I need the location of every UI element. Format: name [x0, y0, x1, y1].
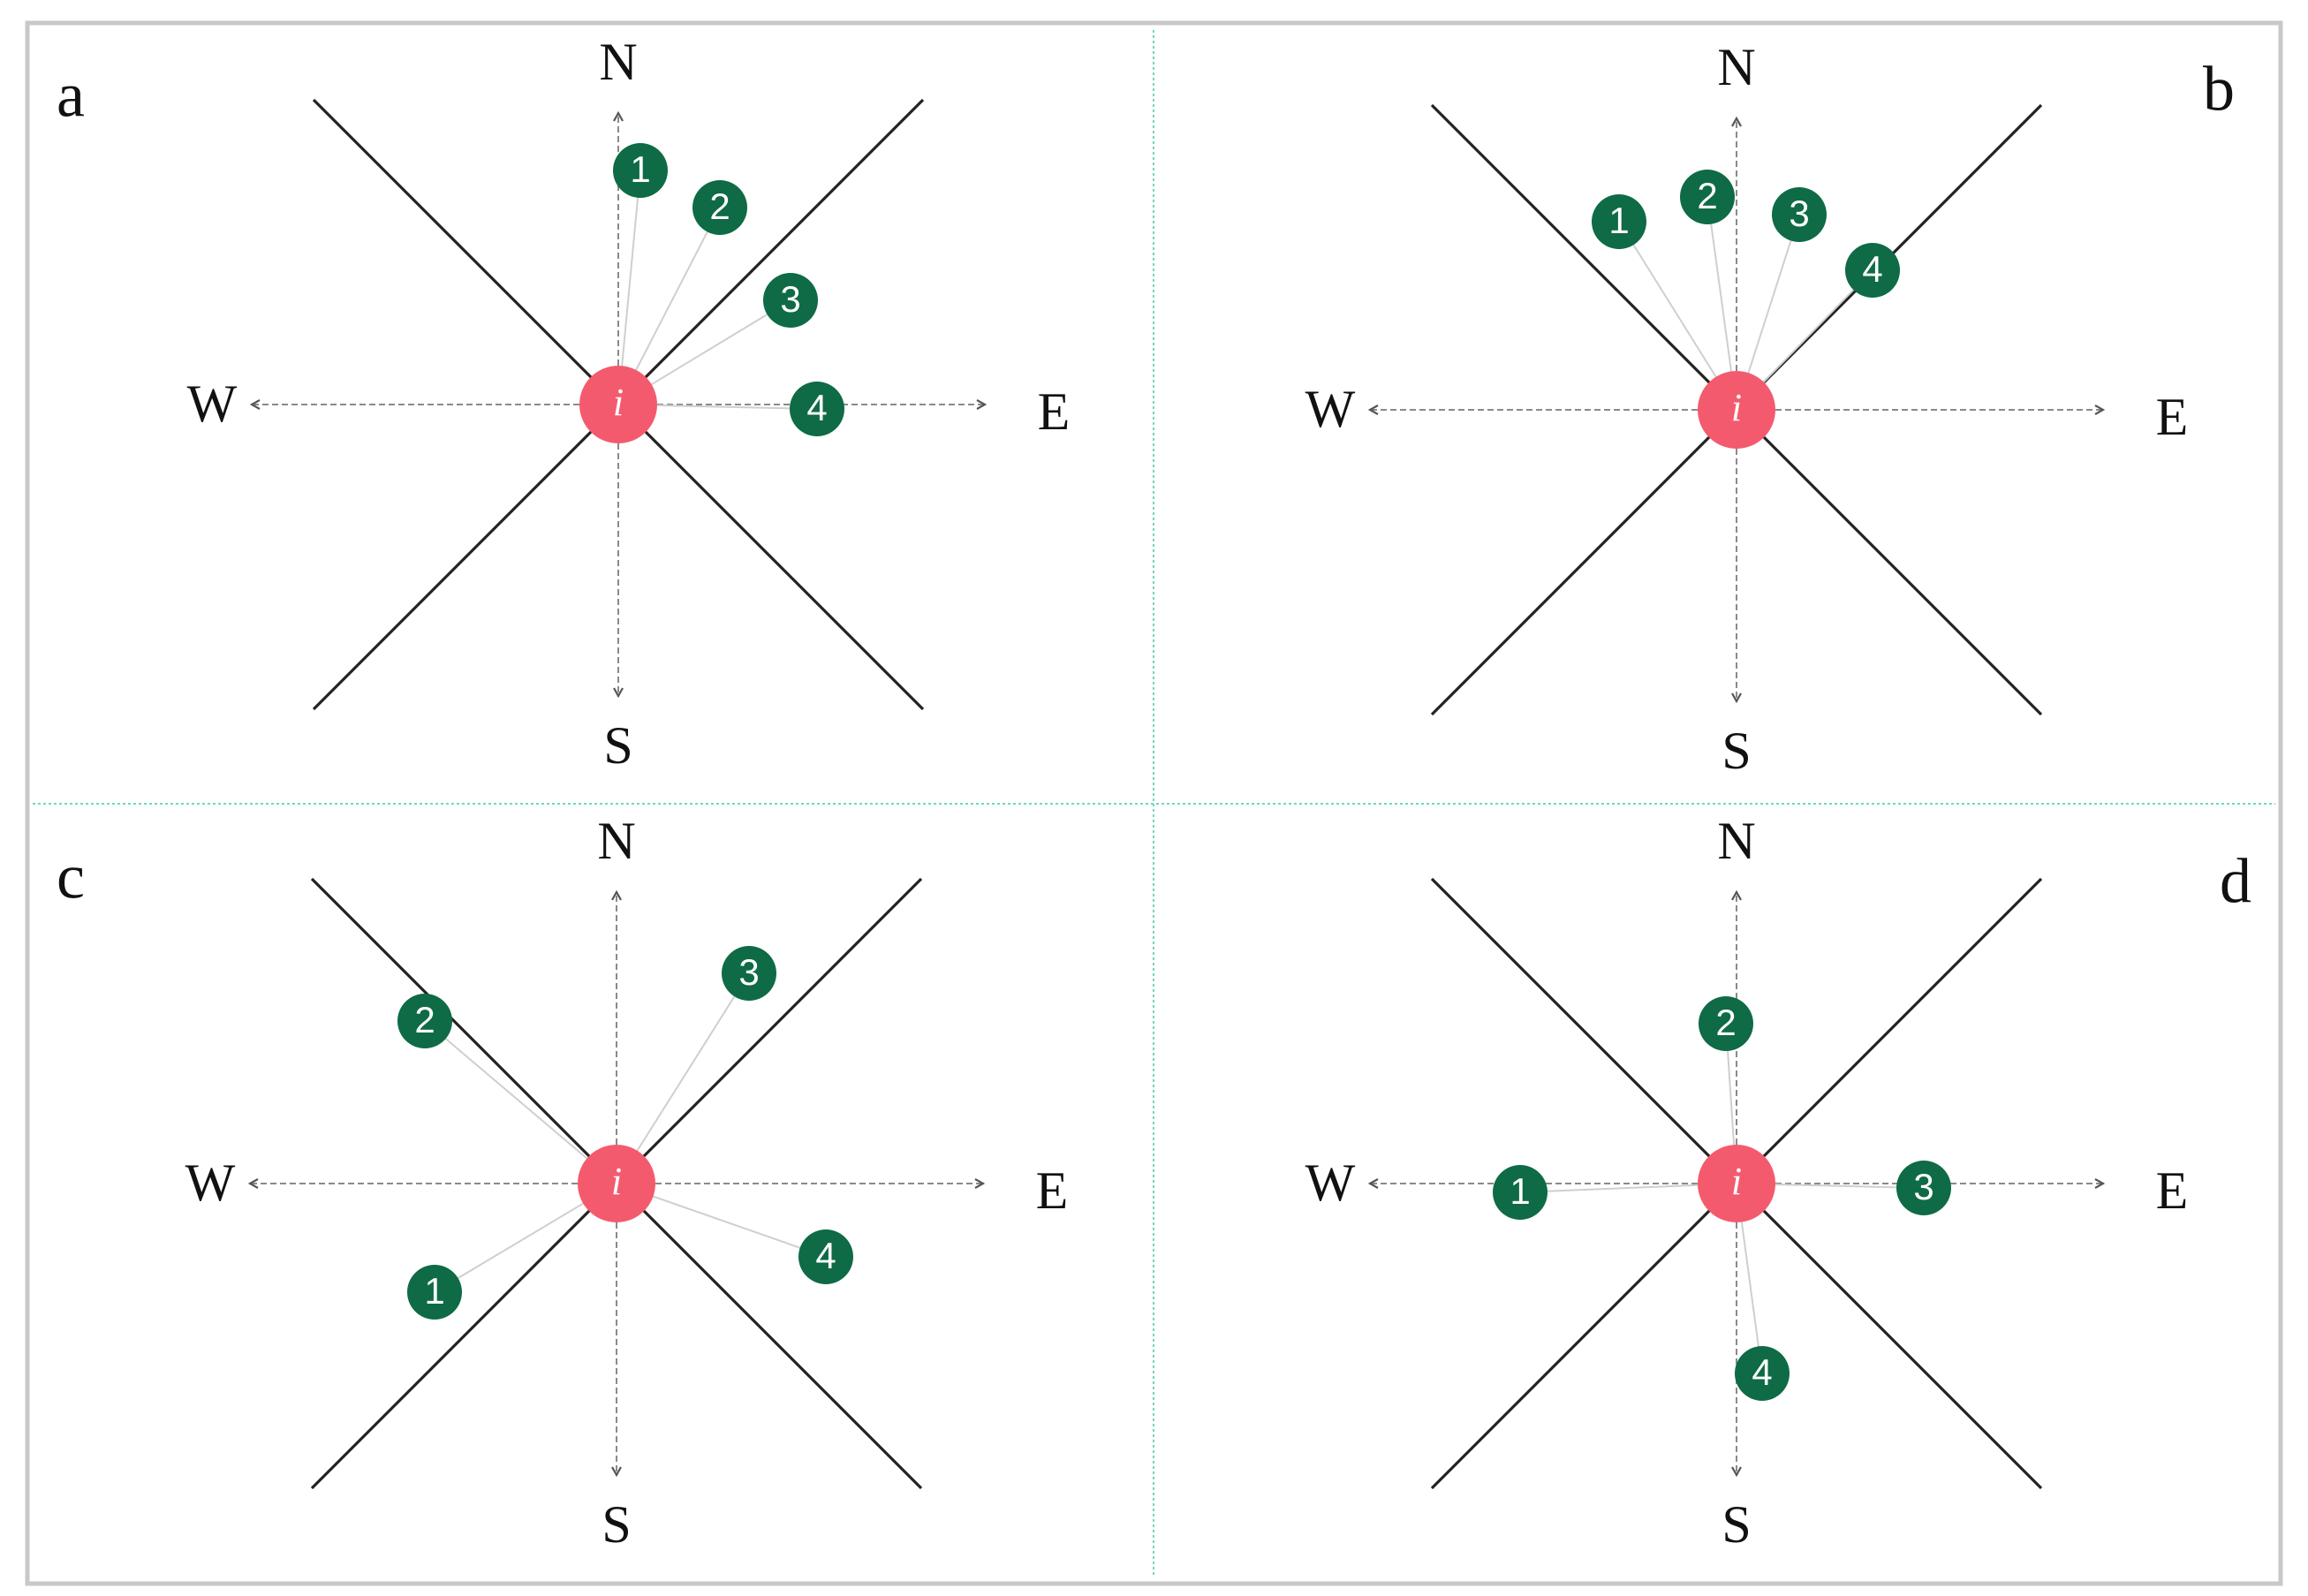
- neighbor-node-4: [1845, 243, 1900, 298]
- west-label: W: [1305, 1154, 1356, 1212]
- north-label: N: [597, 812, 635, 870]
- east-label: E: [2156, 388, 2189, 446]
- neighbor-node-1: [1592, 194, 1646, 249]
- west-label: W: [1305, 380, 1356, 438]
- south-label: S: [1722, 722, 1751, 780]
- neighbor-node-2: [692, 180, 747, 235]
- neighbor-node-label: 2: [414, 999, 435, 1040]
- neighbor-node-2: [397, 994, 452, 1048]
- center-node: [578, 1145, 655, 1222]
- neighbor-node-label: 1: [1510, 1170, 1530, 1212]
- link-line-3: [616, 972, 750, 1184]
- neighbor-node-4: [790, 382, 844, 436]
- center-node: [579, 366, 657, 443]
- south-label: S: [1722, 1495, 1751, 1554]
- neighbor-node-label: 2: [1715, 1002, 1736, 1043]
- south-label: S: [603, 716, 632, 775]
- north-label: N: [599, 33, 637, 91]
- link-line-1: [617, 170, 641, 405]
- neighbor-node-2: [1699, 996, 1753, 1051]
- neighbor-node-4: [798, 1229, 853, 1284]
- neighbor-node-1: [407, 1265, 462, 1320]
- panel-label: b: [2203, 54, 2235, 125]
- neighbor-node-label: 4: [806, 387, 827, 428]
- west-label: W: [187, 374, 238, 433]
- panel-label: c: [57, 842, 85, 912]
- panel-label: d: [2220, 846, 2251, 917]
- neighbor-node-3: [1772, 187, 1827, 242]
- neighbor-node-1: [1493, 1165, 1547, 1220]
- neighbor-node-label: 4: [1752, 1351, 1772, 1393]
- north-label: N: [1717, 38, 1755, 96]
- panel-label: a: [57, 60, 85, 131]
- neighbor-node-1: [613, 143, 668, 198]
- neighbor-node-label: 2: [709, 185, 730, 227]
- center-node-label: i: [1731, 1160, 1742, 1203]
- neighbor-node-4: [1735, 1346, 1790, 1401]
- center-node-label: i: [613, 381, 624, 424]
- neighbor-node-label: 3: [738, 951, 759, 993]
- neighbor-node-3: [722, 946, 776, 1001]
- west-label: W: [185, 1154, 236, 1212]
- neighbor-node-label: 4: [815, 1235, 836, 1276]
- east-label: E: [2156, 1161, 2189, 1220]
- neighbor-node-2: [1680, 170, 1735, 224]
- neighbor-node-label: 4: [1862, 248, 1882, 290]
- neighbor-node-label: 3: [1913, 1166, 1933, 1207]
- east-label: E: [1036, 1161, 1069, 1220]
- neighbor-node-label: 2: [1697, 175, 1717, 216]
- neighbor-node-label: 1: [1608, 200, 1629, 241]
- east-label: E: [1038, 382, 1071, 441]
- center-node: [1698, 371, 1775, 449]
- north-label: N: [1717, 812, 1755, 870]
- south-label: S: [602, 1495, 631, 1554]
- center-node: [1698, 1145, 1775, 1222]
- neighbor-node-label: 3: [1789, 193, 1809, 234]
- link-line-2: [424, 1020, 617, 1184]
- neighbor-node-3: [763, 273, 818, 328]
- neighbor-node-label: 1: [424, 1270, 444, 1312]
- neighbor-node-3: [1896, 1161, 1951, 1215]
- neighbor-node-label: 3: [780, 278, 800, 320]
- neighbor-node-label: 1: [630, 148, 650, 190]
- center-node-label: i: [611, 1160, 622, 1203]
- center-node-label: i: [1731, 386, 1742, 429]
